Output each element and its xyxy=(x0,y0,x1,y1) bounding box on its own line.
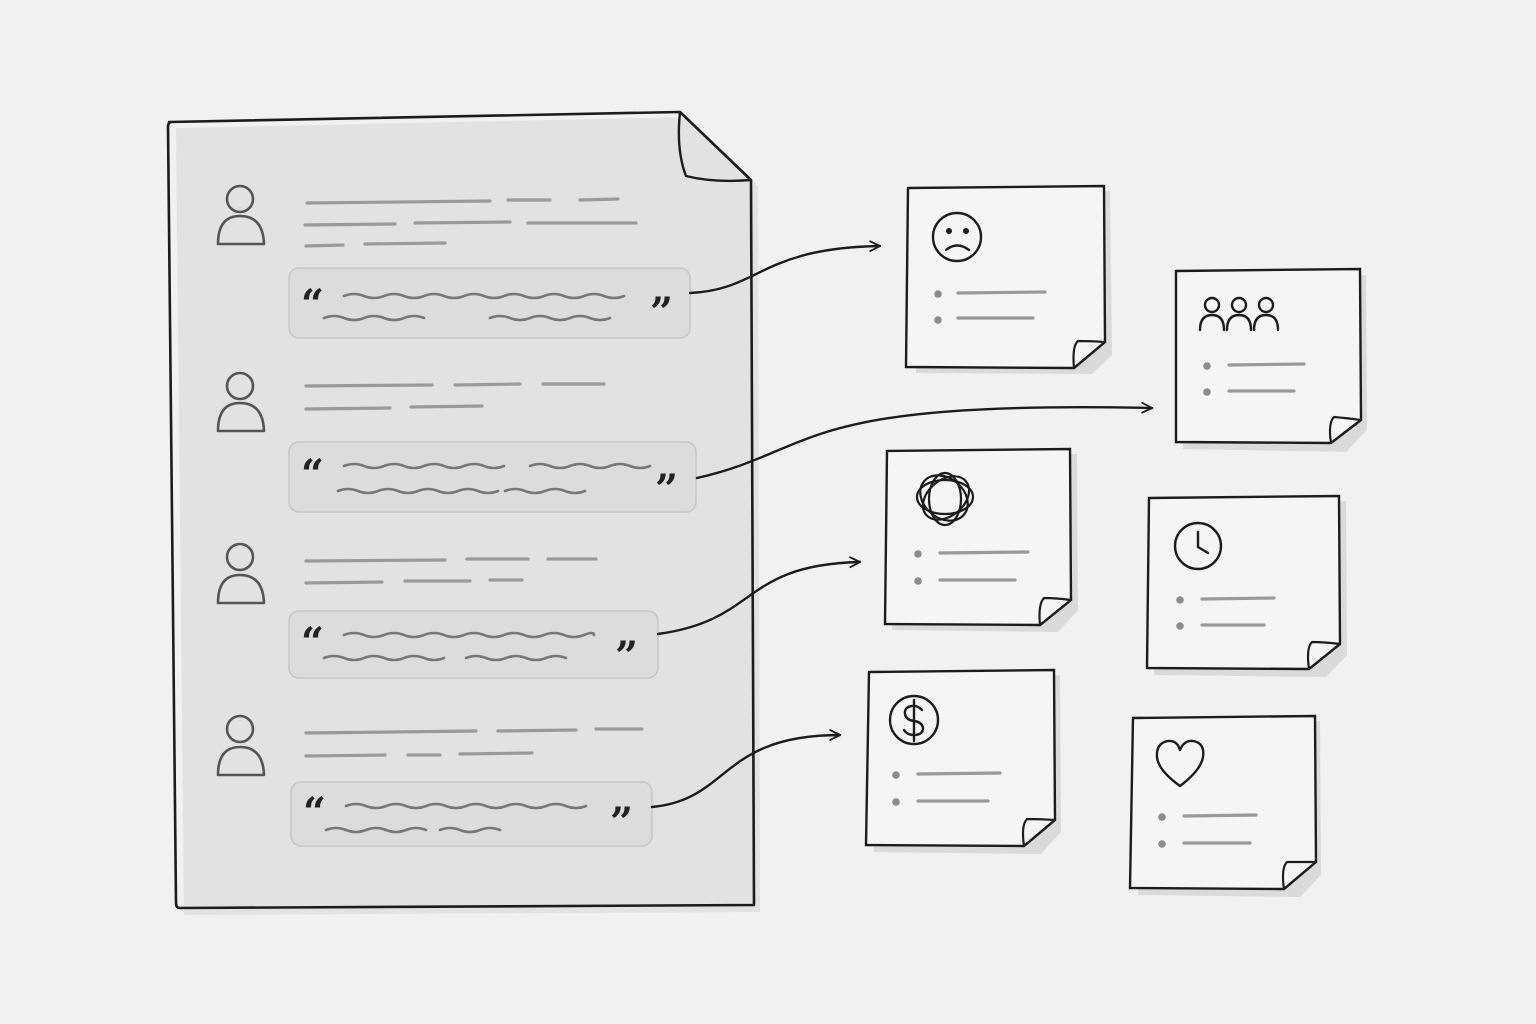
open-quote-mark: “ xyxy=(301,281,324,328)
text-placeholder-lines xyxy=(304,382,606,411)
arrow-quote-4-to-dollar-note xyxy=(650,729,842,809)
bullet-point xyxy=(892,798,900,806)
text-placeholder-lines xyxy=(304,727,644,758)
sticky-note-clock xyxy=(1145,494,1347,677)
person-icon xyxy=(216,184,266,246)
group-icon xyxy=(1198,296,1280,332)
document-corner-fold xyxy=(677,110,753,183)
transcript-entry: “ ” xyxy=(216,371,697,513)
text-placeholder-lines xyxy=(304,557,598,585)
bullet-point xyxy=(1158,840,1166,848)
open-quote-mark: “ xyxy=(303,789,326,836)
note-line xyxy=(1182,813,1258,818)
bullet-point xyxy=(1203,362,1211,370)
note-line xyxy=(1200,596,1276,601)
bullet-point xyxy=(1176,622,1184,630)
bullet-point xyxy=(934,316,942,324)
close-quote-mark: ” xyxy=(655,466,678,513)
transcript-entry: “ ” xyxy=(216,714,653,847)
bullet-point xyxy=(1203,388,1211,396)
note-line xyxy=(938,550,1030,555)
sticky-note-dollar xyxy=(864,668,1061,854)
text-placeholder-lines xyxy=(303,197,638,248)
close-quote-mark: ” xyxy=(650,289,673,336)
bullet-point xyxy=(892,771,900,779)
sticky-note-heart xyxy=(1128,714,1321,897)
transcript-document: “ ” “ ” xyxy=(166,110,760,915)
bullet-point xyxy=(934,290,942,298)
dollar-icon xyxy=(888,694,940,746)
bullet-point xyxy=(1158,813,1166,821)
arrow-quote-1-to-sad-note xyxy=(688,240,882,295)
quote-block-4: “ ” xyxy=(290,781,653,847)
sticky-note-sad-face xyxy=(904,184,1112,374)
bullet-point xyxy=(1176,596,1184,604)
note-line xyxy=(916,771,1002,776)
transcript-entry: “ ” xyxy=(216,184,691,339)
sticky-note-tangle xyxy=(883,447,1078,632)
clock-icon xyxy=(1173,521,1223,571)
tangle-icon xyxy=(915,471,975,527)
close-quote-mark: ” xyxy=(615,633,638,680)
person-icon xyxy=(216,714,266,777)
quote-block-2: “ ” xyxy=(288,441,697,513)
document-page xyxy=(166,110,756,910)
close-quote-mark: ” xyxy=(610,799,633,846)
bullet-point xyxy=(914,577,922,585)
open-quote-mark: “ xyxy=(301,451,324,498)
arrow-quote-3-to-tangle-note xyxy=(656,556,862,636)
note-line xyxy=(956,290,1047,295)
sad-face-icon xyxy=(931,211,983,263)
person-icon xyxy=(216,542,266,605)
quote-block-1: “ ” xyxy=(288,267,691,339)
open-quote-mark: “ xyxy=(301,619,324,666)
note-line xyxy=(1227,362,1306,367)
connection-arrows xyxy=(650,240,1154,809)
arrow-quote-2-to-group-note xyxy=(695,401,1154,480)
sticky-note-group xyxy=(1174,267,1367,452)
person-icon xyxy=(216,371,266,433)
transcript-entry: “ ” xyxy=(216,542,659,680)
quote-block-3: “ ” xyxy=(288,610,659,680)
bullet-point xyxy=(914,550,922,558)
heart-icon xyxy=(1155,739,1205,788)
